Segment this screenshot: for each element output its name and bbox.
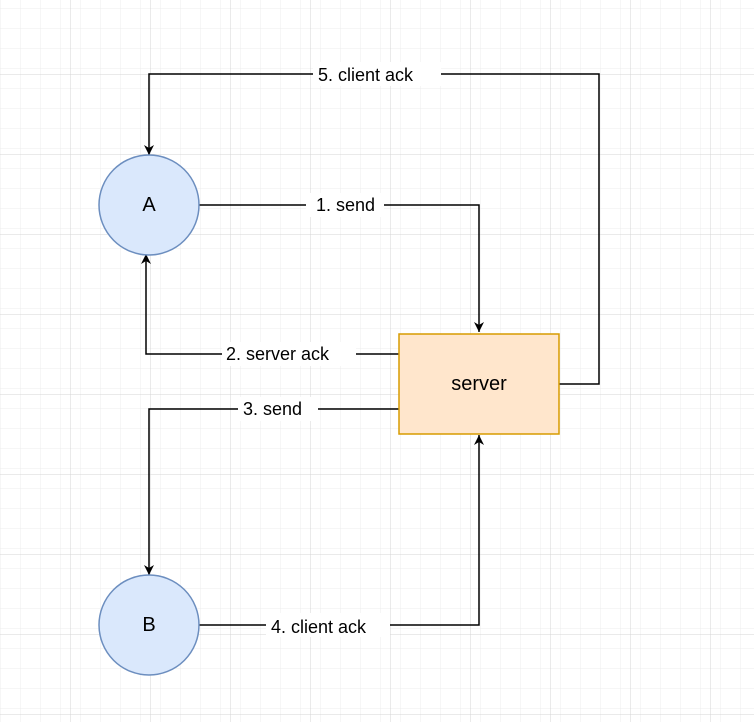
edge-send-server-to-b-label: 3. send — [243, 399, 302, 419]
node-b[interactable]: B — [98, 574, 200, 676]
node-a-label: A — [142, 194, 156, 216]
edge-send-a-to-server-line[interactable] — [199, 204, 484, 332]
edge-send-server-to-b[interactable]: 3. send — [144, 397, 399, 575]
edge-server-ack-to-a[interactable]: 2. server ack — [141, 254, 399, 366]
edge-server-ack-to-a-label: 2. server ack — [226, 344, 330, 364]
node-a[interactable]: A — [98, 154, 200, 256]
node-a-shape[interactable] — [98, 154, 200, 256]
edge-send-a-to-server-label: 1. send — [316, 195, 375, 215]
node-b-shape[interactable] — [98, 574, 200, 676]
node-b-label: B — [142, 614, 155, 636]
edge-client-ack-server-to-a[interactable]: 5. client ack — [144, 62, 600, 385]
node-server-label: server — [451, 373, 507, 395]
edge-client-ack-b-to-server[interactable]: 4. client ack — [199, 435, 484, 637]
edge-client-ack-server-to-a-line[interactable] — [144, 73, 600, 385]
edge-client-ack-server-to-a-label: 5. client ack — [318, 65, 414, 85]
edge-client-ack-b-to-server-label: 4. client ack — [271, 617, 367, 637]
node-server[interactable]: server — [398, 333, 560, 435]
edge-send-a-to-server[interactable]: 1. send — [199, 193, 484, 332]
node-server-shape[interactable] — [398, 333, 560, 435]
